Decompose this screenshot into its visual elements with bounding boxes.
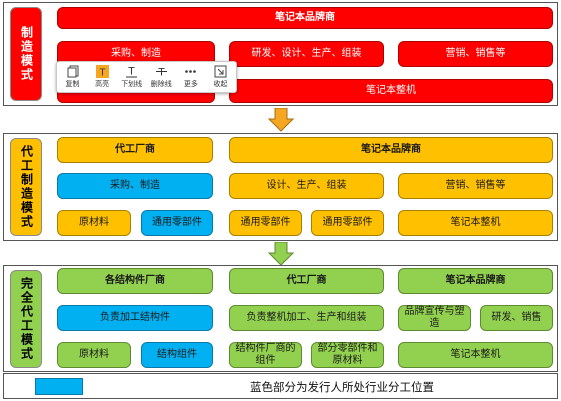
strikethrough-button[interactable]: T 删除线 — [149, 63, 174, 91]
full-struct-maker-parts-box: 结构件厂商的组件 — [229, 342, 302, 368]
highlight-icon: T — [95, 65, 109, 78]
svg-text:T: T — [99, 68, 105, 79]
highlight-button[interactable]: T 高亮 — [90, 63, 115, 91]
oem-finished-box: 笔记本整机 — [229, 79, 553, 103]
oem-brand-box: 笔记本品牌商 — [57, 7, 553, 29]
strikethrough-icon: T — [154, 65, 168, 78]
odm-section-title: 代工制造模式 — [10, 138, 42, 236]
odm-parts2-box: 通用零部件 — [229, 210, 302, 236]
odm-brand-box: 笔记本品牌商 — [229, 137, 553, 163]
copy-button[interactable]: 复制 — [60, 63, 85, 91]
underline-label: 下划线 — [121, 80, 143, 88]
full-contract-box: 代工厂商 — [229, 268, 384, 294]
odm-procurement-box: 采购、制造 — [57, 173, 213, 199]
legend-text: 蓝色部分为发行人所处行业分工位置 — [250, 380, 434, 394]
full-finished-box: 笔记本整机 — [398, 342, 553, 368]
full-struct-parts-box: 结构组件 — [141, 342, 213, 368]
down-arrow-2 — [268, 242, 294, 266]
oem-rnd-design-box: 研发、设计、生产、组装 — [229, 41, 384, 67]
legend-blue-swatch — [35, 378, 83, 395]
full-brand-box: 笔记本品牌商 — [398, 268, 553, 294]
full-brand-promo-box: 品牌宣传与塑造 — [398, 305, 471, 331]
more-button[interactable]: 更多 — [178, 63, 203, 91]
full-assembly-box: 负责整机加工、生产和组装 — [229, 305, 384, 331]
oem-marketing-box: 营销、销售等 — [398, 41, 553, 67]
odm-marketing-box: 营销、销售等 — [398, 173, 553, 199]
odm-design-box: 设计、生产、组装 — [229, 173, 384, 199]
full-rnd-sales-box: 研发、销售 — [480, 305, 553, 331]
down-arrow-1 — [268, 108, 294, 132]
strikethrough-label: 删除线 — [150, 80, 172, 88]
copy-icon — [66, 65, 80, 78]
svg-text:T: T — [128, 66, 135, 78]
odm-parts1-box: 通用零部件 — [141, 210, 213, 236]
odm-contract-box: 代工厂商 — [57, 137, 213, 163]
underline-icon: T — [125, 65, 139, 78]
oem-section-title: 制造模式 — [10, 7, 42, 101]
odm-finished-box: 笔记本整机 — [398, 210, 553, 236]
svg-text:T: T — [158, 67, 165, 79]
full-struct-maker-box: 各结构件厂商 — [57, 268, 213, 294]
text-selection-toolbar: 复制 T 高亮 T 下划线 T 删除线 更多 — [56, 61, 237, 93]
full-section-title: 完全代工模式 — [10, 270, 42, 368]
full-raw-box: 原材料 — [57, 342, 131, 368]
more-icon — [184, 65, 198, 78]
collapse-label: 收起 — [213, 80, 228, 88]
underline-button[interactable]: T 下划线 — [119, 63, 144, 91]
collapse-icon — [213, 65, 227, 78]
more-label: 更多 — [183, 80, 198, 88]
full-partial-parts-box: 部分零部件和原材料 — [311, 342, 384, 368]
odm-parts3-box: 通用零部件 — [311, 210, 384, 236]
odm-raw-box: 原材料 — [57, 210, 131, 236]
highlight-label: 高亮 — [95, 80, 110, 88]
legend-frame — [3, 373, 558, 399]
full-struct-process-box: 负责加工结构件 — [57, 305, 213, 331]
copy-label: 复制 — [65, 80, 80, 88]
collapse-button[interactable]: 收起 — [208, 63, 233, 91]
